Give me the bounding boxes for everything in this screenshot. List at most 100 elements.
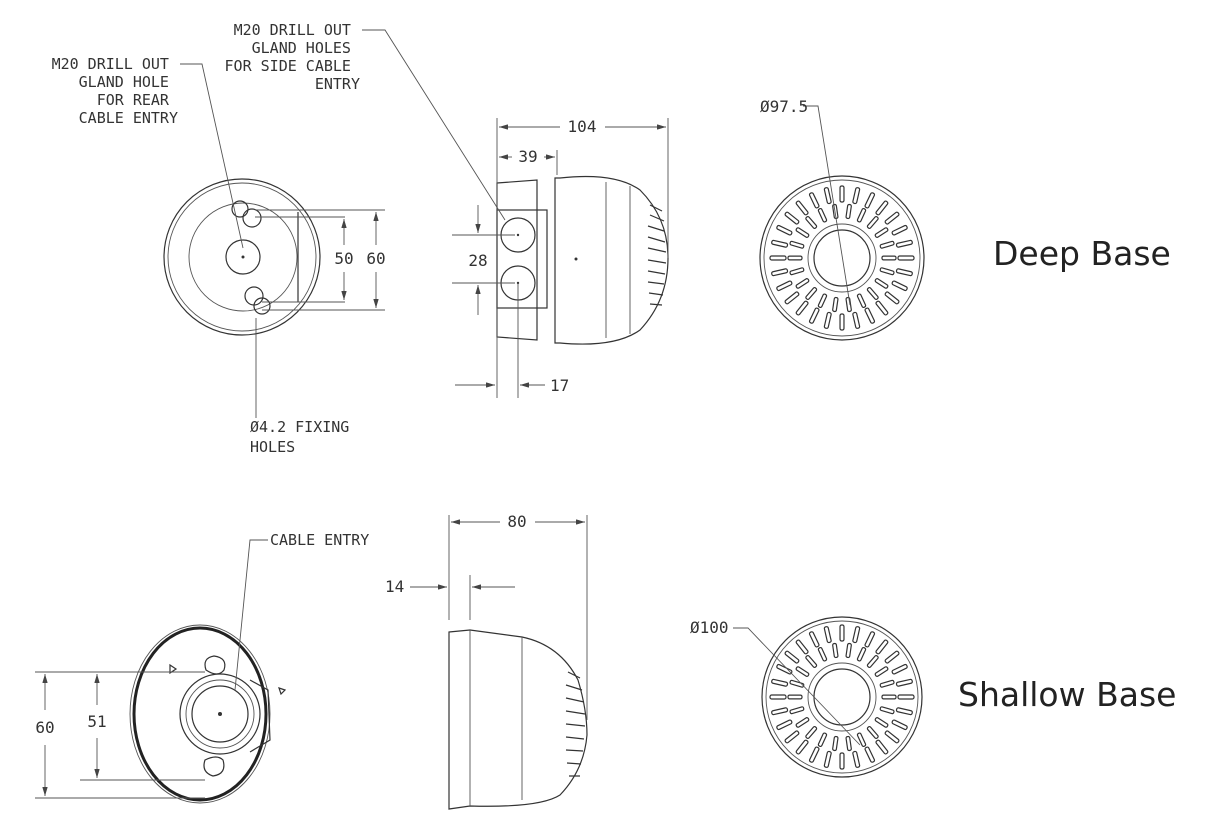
shallow-base-side-view: 80 14 bbox=[385, 512, 588, 810]
grille-slot bbox=[864, 307, 876, 324]
sounder-fins bbox=[647, 204, 667, 306]
grille-slot bbox=[795, 278, 810, 289]
shallow-base-title: Shallow Base bbox=[958, 675, 1176, 714]
grille-slot bbox=[784, 291, 800, 305]
grille-slot bbox=[787, 694, 803, 700]
fixing-holes-note: Ø4.2 FIXING HOLES bbox=[250, 418, 358, 456]
grille-slot bbox=[845, 296, 852, 313]
grille-slot bbox=[845, 642, 852, 659]
grille-slot bbox=[856, 293, 867, 309]
grille-slot bbox=[884, 650, 900, 664]
dim-80: 80 bbox=[507, 512, 526, 531]
grille-slot bbox=[808, 631, 820, 648]
grille-slot bbox=[897, 694, 915, 700]
deep-base-rear-view: 50 60 M20 DRILL OUT GLAND HOLE FOR REAR … bbox=[52, 55, 386, 456]
grille-slot bbox=[839, 752, 845, 770]
grille-slot bbox=[787, 255, 803, 261]
grille-slot bbox=[795, 739, 809, 755]
grille-slot bbox=[823, 187, 832, 205]
rear-entry-note: M20 DRILL OUT GLAND HOLE FOR REAR CABLE … bbox=[52, 55, 178, 127]
grille-slot bbox=[839, 624, 845, 642]
grille-slot bbox=[884, 730, 900, 744]
grille-slot bbox=[795, 666, 810, 677]
grille-slot bbox=[875, 639, 889, 655]
grille-slot bbox=[808, 307, 820, 324]
grille-slot bbox=[771, 678, 789, 687]
grille-slot bbox=[881, 255, 897, 261]
grille-slot bbox=[866, 215, 879, 229]
grille-slot bbox=[879, 679, 895, 688]
grille-slot bbox=[784, 650, 800, 664]
grille-slot bbox=[795, 200, 809, 216]
grille-slot bbox=[856, 646, 867, 662]
grille-slot bbox=[769, 255, 787, 261]
grille-slot bbox=[817, 646, 828, 662]
grille-slot bbox=[795, 227, 810, 238]
grille-slot bbox=[864, 631, 876, 648]
grille-slot bbox=[795, 717, 810, 728]
diameter-100: Ø100 bbox=[690, 618, 729, 637]
grille-slot bbox=[891, 663, 908, 675]
grille-slot bbox=[866, 287, 879, 301]
grille-fins bbox=[769, 185, 915, 331]
grille-slot bbox=[808, 746, 820, 763]
dim-60: 60 bbox=[366, 249, 385, 268]
grille-slot bbox=[784, 730, 800, 744]
grille-slot bbox=[832, 642, 839, 659]
grille-slot bbox=[823, 626, 832, 644]
grille-slot bbox=[874, 717, 889, 728]
grille-slot bbox=[864, 746, 876, 763]
grille-slot bbox=[852, 750, 861, 768]
grille-slot bbox=[817, 732, 828, 748]
grille-slot bbox=[866, 726, 879, 740]
grille-slot bbox=[795, 300, 809, 316]
grille-slot bbox=[856, 207, 867, 223]
grille-slot bbox=[875, 739, 889, 755]
grille-slot bbox=[895, 707, 913, 716]
grille-slot bbox=[866, 654, 879, 668]
grille-slot bbox=[805, 654, 818, 668]
grille-slot bbox=[879, 240, 895, 249]
grille-slot bbox=[845, 735, 852, 752]
grille-slot bbox=[856, 732, 867, 748]
grille-slot bbox=[897, 255, 915, 261]
grille-slot bbox=[832, 735, 839, 752]
grille-slot bbox=[839, 313, 845, 331]
grille-slot bbox=[823, 750, 832, 768]
dim-60-shallow: 60 bbox=[35, 718, 54, 737]
grille-slot bbox=[884, 211, 900, 225]
grille-slot bbox=[879, 267, 895, 276]
grille-slot bbox=[776, 719, 793, 731]
grille-slot bbox=[769, 694, 787, 700]
grille-slot bbox=[839, 185, 845, 203]
dim-104: 104 bbox=[568, 117, 597, 136]
grille-slot bbox=[891, 224, 908, 236]
grille-slot bbox=[789, 267, 805, 276]
dim-14: 14 bbox=[385, 577, 404, 596]
grille-slot bbox=[852, 187, 861, 205]
grille-slot bbox=[864, 192, 876, 209]
grille-slot bbox=[852, 626, 861, 644]
deep-base-title: Deep Base bbox=[993, 234, 1171, 273]
grille-slot bbox=[879, 706, 895, 715]
diameter-97-5: Ø97.5 bbox=[760, 97, 808, 116]
grille-slot bbox=[817, 207, 828, 223]
side-entry-note: M20 DRILL OUT GLAND HOLES FOR SIDE CABLE… bbox=[225, 21, 360, 93]
grille-slot bbox=[776, 224, 793, 236]
grille-slot bbox=[789, 240, 805, 249]
deep-base-front-view: Ø97.5 bbox=[759, 97, 925, 341]
grille-slot bbox=[832, 296, 839, 313]
grille-slot bbox=[874, 227, 889, 238]
grille-slot bbox=[895, 268, 913, 277]
grille-slot bbox=[874, 666, 889, 677]
dim-17: 17 bbox=[550, 376, 569, 395]
shallow-base-rear-view: 60 51 CABLE ENTRY bbox=[35, 531, 369, 804]
deep-base-side-view: 104 39 28 17 M20 DRILL OUT GLAND HOLES F… bbox=[225, 21, 669, 398]
grille-slot bbox=[805, 726, 818, 740]
grille-slot bbox=[891, 719, 908, 731]
grille-slot bbox=[823, 311, 832, 329]
dim-51: 51 bbox=[87, 712, 106, 731]
dim-39: 39 bbox=[518, 147, 537, 166]
grille-slot bbox=[771, 239, 789, 248]
